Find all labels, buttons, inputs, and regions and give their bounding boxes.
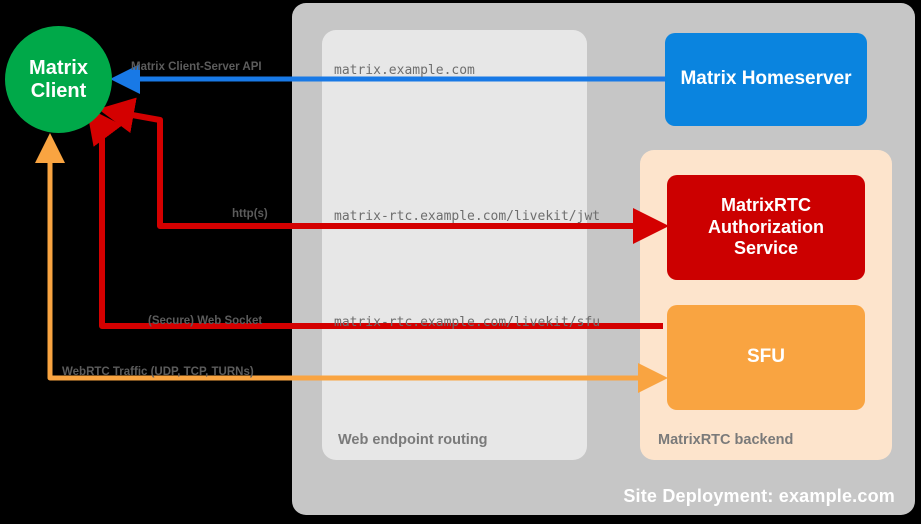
node-sfu[interactable]: SFU <box>667 305 865 410</box>
edge-label-web-socket: (Secure) Web Socket <box>148 315 263 327</box>
endpoint-livekit-jwt: matrix-rtc.example.com/livekit/jwt <box>334 209 601 224</box>
node-matrix-client-line2: Client <box>30 79 87 102</box>
endpoint-livekit-sfu: matrix-rtc.example.com/livekit/sfu <box>334 315 601 330</box>
node-matrix-homeserver-label: Matrix Homeserver <box>680 68 852 90</box>
web-endpoint-routing-container: Web endpoint routing <box>322 30 587 460</box>
web-endpoint-routing-label: Web endpoint routing <box>338 432 488 448</box>
node-matrix-homeserver[interactable]: Matrix Homeserver <box>665 33 867 126</box>
node-auth-line3: Service <box>733 238 799 259</box>
node-matrix-client[interactable]: Matrix Client <box>5 26 112 133</box>
node-matrix-client-line1: Matrix <box>29 56 88 79</box>
edge-webrtc <box>35 133 663 381</box>
node-matrixrtc-authorization-service[interactable]: MatrixRTC Authorization Service <box>667 175 865 280</box>
edge-jwt <box>98 97 663 229</box>
node-auth-line2: Authorization <box>708 216 824 237</box>
node-auth-line1: MatrixRTC <box>720 195 811 216</box>
site-deployment-label: Site Deployment: example.com <box>623 486 895 506</box>
edge-sfu-websocket <box>86 107 663 329</box>
node-sfu-label: SFU <box>747 346 785 368</box>
endpoint-matrix-example-com: matrix.example.com <box>334 63 475 78</box>
edge-label-http: http(s) <box>232 208 268 220</box>
edge-label-client-server-api: Matrix Client-Server API <box>131 61 262 73</box>
edge-label-webrtc-traffic: WebRTC Traffic (UDP, TCP, TURNs) <box>62 366 254 378</box>
matrixrtc-backend-label: MatrixRTC backend <box>658 432 794 448</box>
